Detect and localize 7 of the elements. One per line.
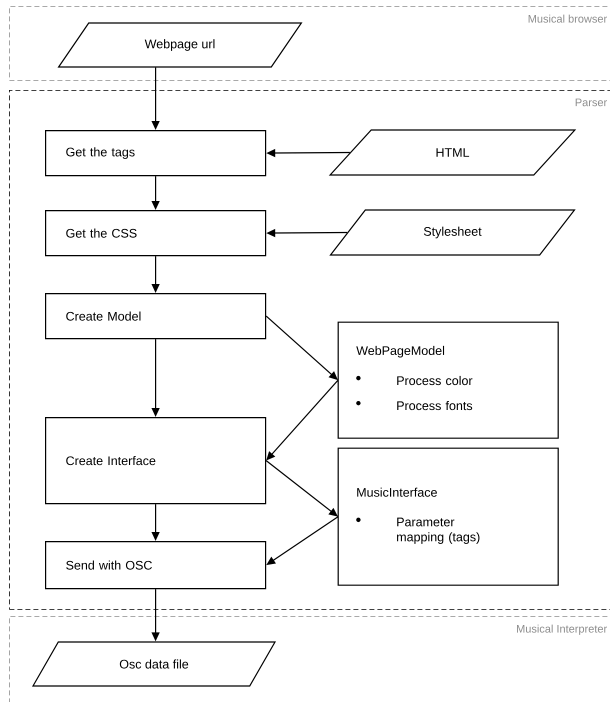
process-box: Create Model <box>45 293 266 340</box>
class-box: MusicInterface Parameter mapping (tags) <box>338 448 559 586</box>
process-box: Get the tags <box>45 130 266 176</box>
class-box: WebPageModel Process color Process fonts <box>338 322 559 439</box>
process-box: Send with OSC <box>45 541 266 590</box>
process-box: Get the CSS <box>45 210 266 256</box>
process-box: Create Interface <box>45 417 266 504</box>
